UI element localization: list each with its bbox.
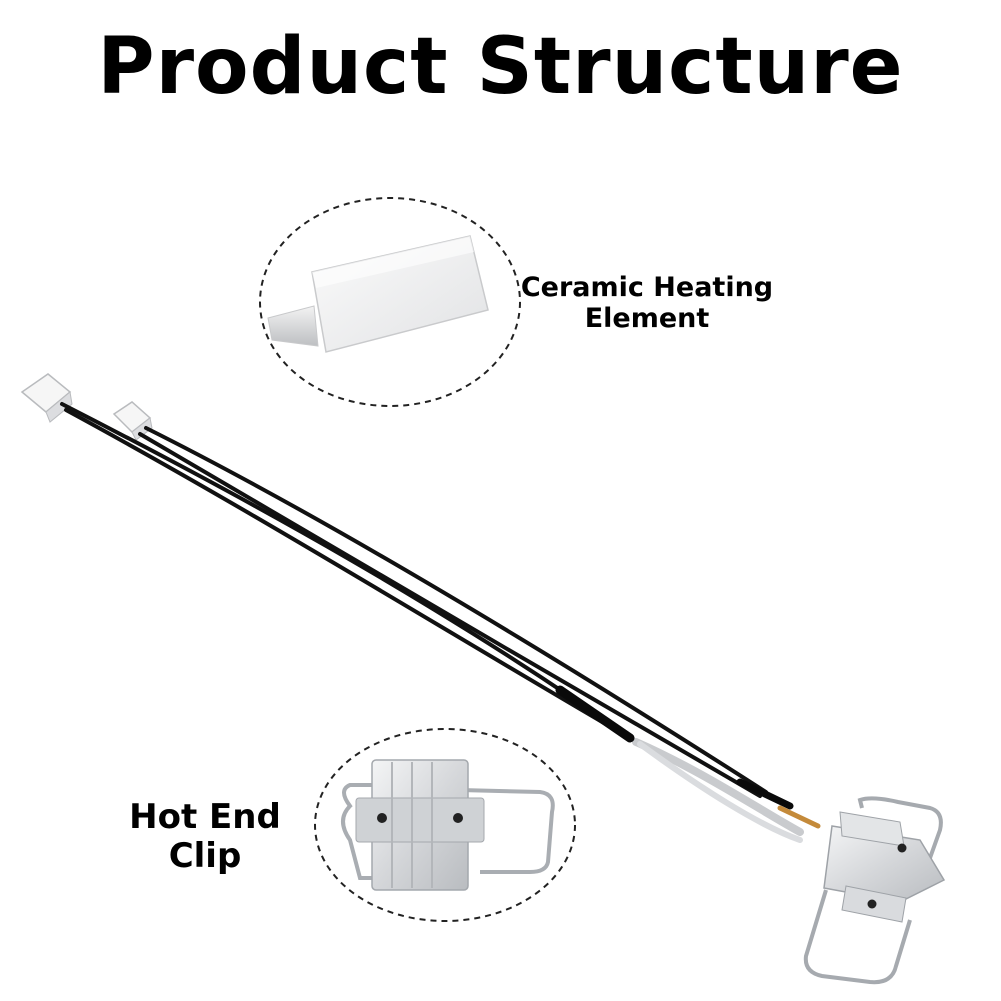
ceramic-heating-element-callout (259, 197, 521, 407)
connector-plugs (20, 373, 153, 441)
screw-icon (867, 899, 877, 909)
hot-end-clip-assembly (803, 796, 946, 985)
hot-end-clip-label: Hot End Clip (112, 797, 298, 877)
wire (138, 432, 762, 798)
hot-end-clip-callout (314, 728, 576, 922)
connector-plug-small (112, 401, 153, 441)
label-line: Element (584, 303, 710, 335)
wire (64, 408, 642, 746)
screw-icon (897, 843, 907, 853)
label-line: Ceramic Heating (520, 272, 774, 303)
connector-plug-large (20, 373, 73, 423)
metal-sheaths (555, 685, 821, 843)
screw-icon (453, 813, 463, 823)
label-line: Hot End (129, 797, 281, 837)
page-title: Product Structure (97, 22, 904, 112)
label-line: Clip (168, 836, 242, 877)
wire (144, 426, 768, 794)
screw-icon (377, 813, 387, 823)
hot-end-clip-image (341, 759, 555, 891)
ceramic-heating-element-label: Ceramic Heating Element (512, 272, 782, 334)
dashed-circle (314, 728, 576, 922)
ceramic-heating-element-image (267, 235, 489, 353)
wire-bundle (60, 402, 768, 798)
dashed-circle (259, 197, 521, 407)
